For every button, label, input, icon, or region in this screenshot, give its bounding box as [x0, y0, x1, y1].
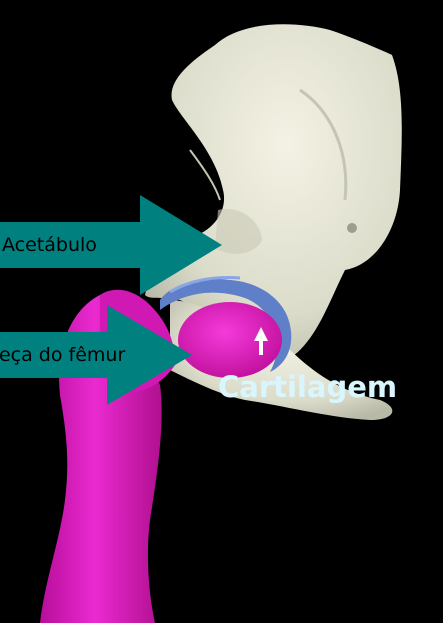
- cartilage-label: Cartilagem: [218, 370, 397, 404]
- acetabulum-label: Acetábulo: [2, 234, 97, 256]
- femoral-head-label: Cabeça do fêmur: [0, 344, 125, 366]
